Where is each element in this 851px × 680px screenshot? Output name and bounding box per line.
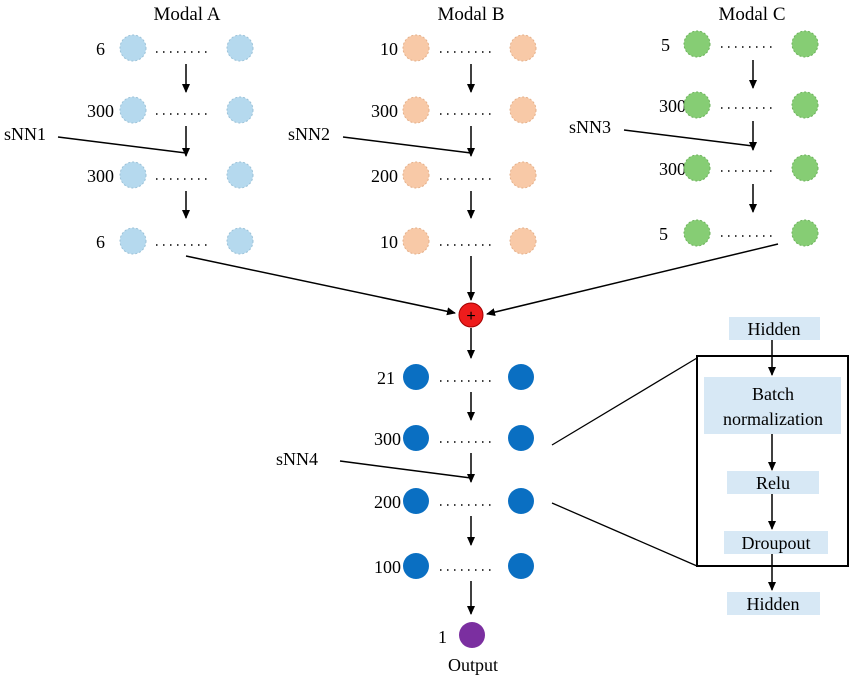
modal-b-layer4-size: 10 [380,232,398,252]
modal-b-node [402,227,430,255]
modal-a-node [226,96,254,124]
output-size: 1 [438,627,447,647]
modal-c-node [791,30,819,58]
merged-node [403,488,429,514]
modal-b-node [402,96,430,124]
hidden-bottom-label: Hidden [747,594,800,614]
merged-node [508,488,534,514]
modal-c-node [791,154,819,182]
modal-a-network: Modal A 6 300 sNN1 300 6 [4,4,254,255]
modal-c-title: Modal C [718,4,785,25]
concat-sum-node [458,302,484,328]
modal-b-node [509,161,537,189]
modal-a-node [226,34,254,62]
modal-b-node [402,161,430,189]
modal-b-node [509,227,537,255]
modal-a-node [119,34,147,62]
zoom-line-top [551,357,698,446]
merged-layer4-size: 100 [374,557,401,577]
relu-box [727,471,819,494]
modal-c-node [791,91,819,119]
snn2-label: sNN2 [288,124,330,144]
relu-label: Relu [756,473,790,493]
modal-a-node [119,96,147,124]
output-label: Output [448,655,498,675]
merged-node [403,553,429,579]
modal-c-layer4-size: 5 [659,224,668,244]
modal-c-node [683,219,711,247]
plus-icon: + [466,308,475,325]
zoom-line-bottom [551,502,698,567]
modal-a-layer1-size: 6 [96,39,105,59]
modal-a-node [226,227,254,255]
snn3-label: sNN3 [569,117,611,137]
batchnorm-label-line1: Batch [752,384,794,404]
modal-b-layer2-size: 300 [371,101,398,121]
fusion-connectors [185,243,779,317]
snn4-pointer [339,460,472,479]
modal-a-node [119,161,147,189]
modal-a-layer2-size: 300 [87,101,114,121]
snn3-pointer [623,129,754,147]
modal-a-layer3-size: 300 [87,166,114,186]
modal-c-network: Modal C 5 300 sNN3 300 5 [569,4,819,247]
modal-b-node [509,34,537,62]
merged-layer2-size: 300 [374,429,401,449]
snn2-pointer [342,136,472,154]
modal-c-layer3-size: 300 [659,159,686,179]
hidden-box-bottom [727,592,820,615]
modal-c-node [683,154,711,182]
modal-a-node [119,227,147,255]
hidden-top-label: Hidden [748,319,801,339]
modal-b-node [402,34,430,62]
merged-node [508,553,534,579]
modal-b-network: Modal B 10 300 sNN2 200 10 [288,4,537,301]
snn1-label: sNN1 [4,124,46,144]
modal-c-node [683,30,711,58]
modal-b-layer3-size: 200 [371,166,398,186]
modal-a-title: Modal A [153,4,220,25]
merged-network: 21 300 sNN4 200 100 [276,364,534,615]
modal-c-layer2-size: 300 [659,96,686,116]
merged-layer1-size: 21 [377,368,395,388]
fusion-node: + [458,302,484,328]
modal-a-to-fusion-arrow [185,255,456,316]
merged-node [403,364,429,390]
modal-a-node [226,161,254,189]
modal-c-to-fusion-arrow [486,243,779,317]
modal-c-node [791,219,819,247]
snn1-pointer [57,136,187,154]
batchnorm-box [704,377,841,434]
hidden-box-top [729,317,820,340]
modal-c-layer1-size: 5 [661,35,670,55]
batchnorm-label-line2: normalization [723,409,823,429]
dropout-box [724,531,828,554]
output-node-group: 1 Output [438,622,498,675]
merged-node [508,425,534,451]
modal-c-node [683,91,711,119]
modal-b-node [509,96,537,124]
dropout-label: Droupout [742,533,811,553]
snn4-label: sNN4 [276,449,318,469]
modal-b-title: Modal B [437,4,504,25]
modal-a-layer4-size: 6 [96,232,105,252]
output-node [459,622,485,648]
layer-detail-zoom: Hidden Batch normalization Relu Droupout… [551,317,849,615]
modal-b-layer1-size: 10 [380,39,398,59]
merged-node [403,425,429,451]
merged-layer3-size: 200 [374,492,401,512]
merged-node [508,364,534,390]
